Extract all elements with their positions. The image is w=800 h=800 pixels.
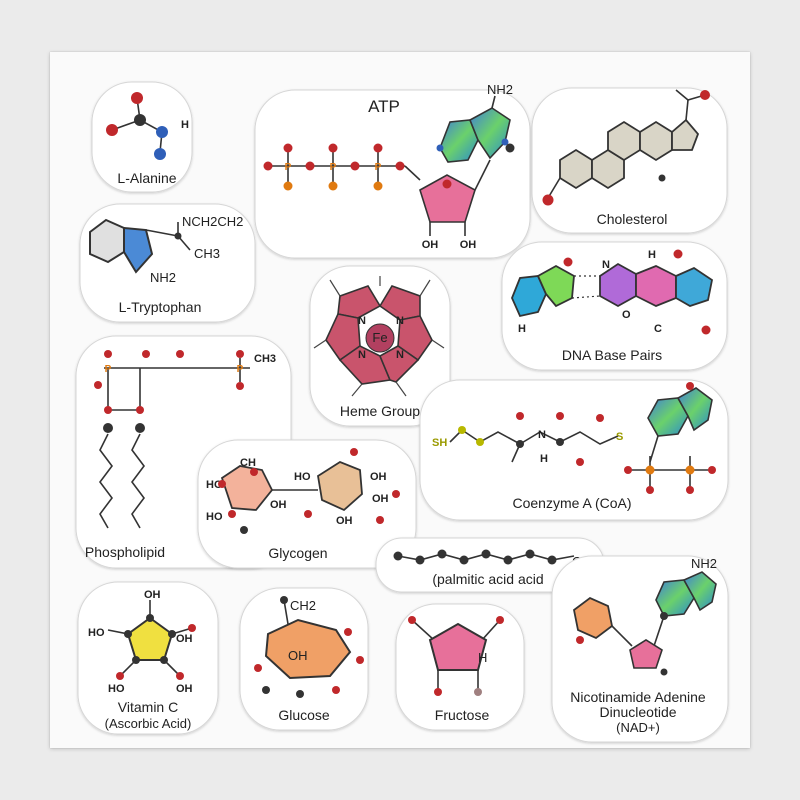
svg-text:HO: HO xyxy=(88,627,105,639)
glycogen-sticker: CH HO HO OH HO OH OH OH Glycogen xyxy=(197,439,417,569)
nad-label-line3: (NAD+) xyxy=(616,720,660,735)
svg-text:HO: HO xyxy=(294,471,311,483)
glucose-sticker: CH2 OH Glucose xyxy=(239,587,369,731)
svg-text:HO: HO xyxy=(108,683,125,695)
heme-sticker: Fe N N N N Heme Group xyxy=(309,265,451,427)
svg-text:OH: OH xyxy=(270,499,287,511)
hydrogen-label: H xyxy=(181,119,189,131)
l-alanine-sticker: H L-Alanine xyxy=(91,81,193,193)
diagram-title: ATP xyxy=(368,97,400,116)
amino-label: NH2 xyxy=(691,556,717,571)
vitamin-c-label: Vitamin C xyxy=(118,699,178,715)
nitrogen-atom xyxy=(154,148,166,160)
phosphate-3: P xyxy=(373,143,383,191)
svg-text:N: N xyxy=(396,315,404,327)
svg-text:S: S xyxy=(616,431,623,443)
atp-sticker: ATP P P P OH OH xyxy=(254,82,531,259)
phospholipid-label: Phospholipid xyxy=(85,544,165,560)
glucose-label: Glucose xyxy=(278,707,330,723)
phosphate-1: P xyxy=(283,143,293,191)
svg-text:OH: OH xyxy=(176,683,193,695)
dna-base-pairs-label: DNA Base Pairs xyxy=(562,347,662,363)
svg-text:N: N xyxy=(602,259,610,271)
svg-text:HO: HO xyxy=(206,511,223,523)
palmitic-acid-label: (palmitic acid acid xyxy=(432,571,543,587)
l-alanine-label: L-Alanine xyxy=(117,170,176,186)
dna-base-pairs-sticker: H N O C H DNA Base Pairs xyxy=(501,241,728,371)
svg-text:N: N xyxy=(538,429,546,441)
ribose-ring xyxy=(419,174,476,223)
heme-group-label: Heme Group xyxy=(340,403,420,419)
svg-text:P: P xyxy=(375,162,382,173)
svg-text:H: H xyxy=(540,453,548,465)
nitrogen-atom xyxy=(156,126,168,138)
glycogen-label: Glycogen xyxy=(268,545,327,561)
carbon-atom xyxy=(134,114,146,126)
svg-text:OH: OH xyxy=(176,633,193,645)
amino-label: NH2 xyxy=(150,270,176,285)
svg-text:C: C xyxy=(654,323,662,335)
fructose-sticker: H Fructose xyxy=(395,603,525,731)
svg-text:OH: OH xyxy=(336,515,353,527)
svg-text:P: P xyxy=(105,364,112,375)
l-tryptophan-sticker: NCH2CH2 CH3 NH2 L-Tryptophan xyxy=(79,203,256,323)
coenzyme-a-label: Coenzyme A (CoA) xyxy=(512,495,631,511)
nad-sticker: NH2 Nicotinamide Adenine Dinucleotide (N… xyxy=(551,555,729,743)
hydroxyl-label: OH xyxy=(460,239,477,251)
svg-text:P: P xyxy=(330,162,337,173)
nad-label-line1: Nicotinamide Adenine xyxy=(570,689,706,705)
hydroxyl-label: OH xyxy=(422,239,439,251)
phosphate-2: P xyxy=(328,143,338,191)
ascorbic-acid-label: (Ascorbic Acid) xyxy=(105,716,192,731)
hydrogen-label: H xyxy=(478,650,487,665)
svg-text:H: H xyxy=(518,323,526,335)
svg-text:CH: CH xyxy=(240,457,256,469)
iron-label: Fe xyxy=(372,330,387,345)
svg-text:N: N xyxy=(396,349,404,361)
svg-text:O: O xyxy=(622,309,631,321)
nad-label-line2: Dinucleotide xyxy=(599,704,676,720)
oxygen-atom xyxy=(106,124,118,136)
svg-text:OH: OH xyxy=(144,589,161,601)
oxygen-atom xyxy=(131,92,143,104)
methyl-label: CH3 xyxy=(194,246,220,261)
thiol-label: SH xyxy=(432,437,447,449)
cholesterol-sticker: Cholesterol xyxy=(531,87,728,234)
svg-text:OH: OH xyxy=(370,471,387,483)
ch2-label: CH2 xyxy=(290,598,316,613)
vitamin-c-sticker: OH OH HO HO OH Vitamin C (Ascorbic Acid) xyxy=(77,581,219,735)
fructose-label: Fructose xyxy=(435,707,490,723)
svg-text:OH: OH xyxy=(372,493,389,505)
svg-text:P: P xyxy=(285,162,292,173)
svg-text:N: N xyxy=(358,349,366,361)
coenzyme-a-sticker: SH N H S Coenzyme A (CoA) xyxy=(419,379,729,521)
l-tryptophan-label: L-Tryptophan xyxy=(119,299,202,315)
svg-text:CH3: CH3 xyxy=(254,353,276,365)
svg-text:H: H xyxy=(648,249,656,261)
amino-label: NH2 xyxy=(487,82,513,97)
svg-text:P: P xyxy=(237,364,244,375)
palmitic-acid-sticker: OH (palmitic acid acid xyxy=(375,537,605,593)
svg-text:N: N xyxy=(358,315,366,327)
phospholipid-sticker: P P CH3 Phospholipid xyxy=(75,335,292,569)
cholesterol-label: Cholesterol xyxy=(597,211,668,227)
hydroxyl-label: OH xyxy=(288,648,308,663)
side-chain-label: NCH2CH2 xyxy=(182,214,243,229)
